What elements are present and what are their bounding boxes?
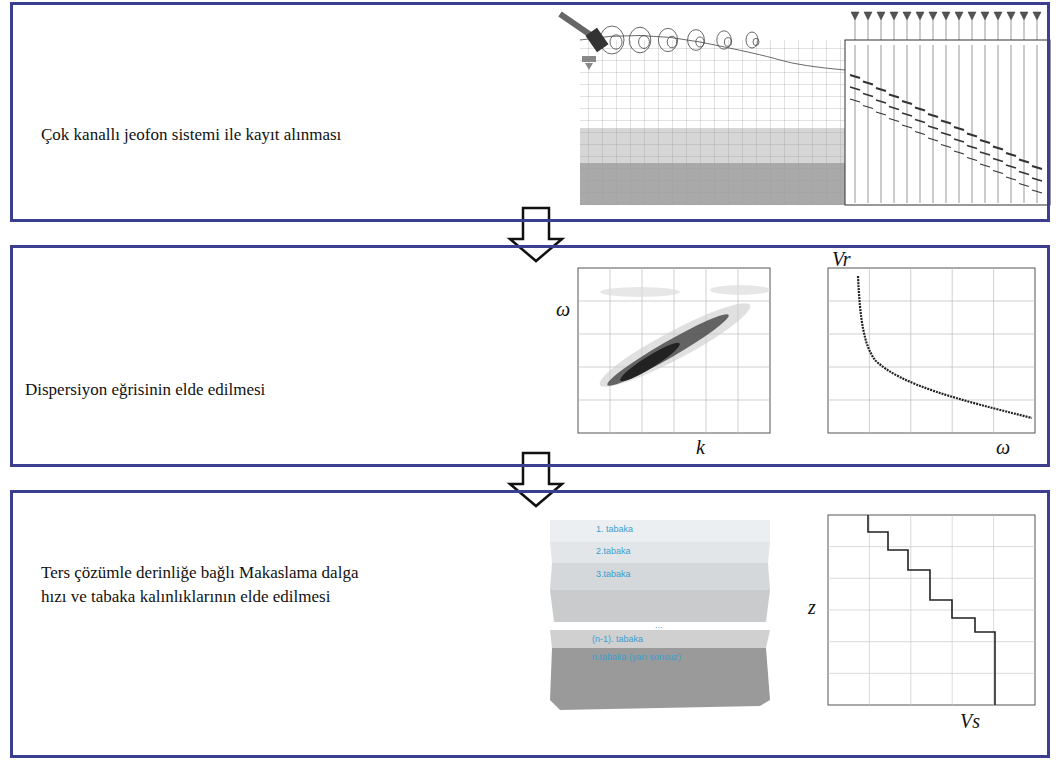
layered-model <box>550 520 770 710</box>
ellipsis-label: ... <box>655 620 663 630</box>
layer-label: 1. tabaka <box>596 524 633 534</box>
axis-label: ω <box>556 298 570 321</box>
step-text: Ters çözümle derinliğe bağlı Makaslama d… <box>41 561 361 609</box>
process-box: Dispersiyon eğrisinin elde edilmesi <box>10 245 1050 467</box>
layer-label: (n-1). tabaka <box>592 634 643 644</box>
layer-label: 3.tabaka <box>596 569 631 579</box>
process-box: Ters çözümle derinliğe bağlı Makaslama d… <box>10 490 1050 758</box>
dispersion-curve-plot <box>828 268 1035 433</box>
axis-label: ω <box>996 436 1010 459</box>
axis-label: Vs <box>960 710 980 733</box>
process-box: Çok kanallı jeofon sistemi ile kayıt alı… <box>10 2 1050 222</box>
layer-label: 2.tabaka <box>596 546 631 556</box>
flow-arrow <box>510 453 562 506</box>
step-text: Dispersiyon eğrisinin elde edilmesi <box>25 378 445 402</box>
axis-label: Vr <box>832 248 851 271</box>
layer-label: n.tabaka (yarı sonsuz) <box>592 652 681 662</box>
step-text: Çok kanallı jeofon sistemi ile kayıt alı… <box>41 123 461 147</box>
axis-label: z <box>808 596 816 619</box>
fk-plot <box>578 268 770 433</box>
axis-label: k <box>696 436 705 459</box>
vs-profile-plot <box>828 515 1035 705</box>
seismic-illustration <box>560 12 1050 205</box>
flow-arrow <box>510 208 562 261</box>
